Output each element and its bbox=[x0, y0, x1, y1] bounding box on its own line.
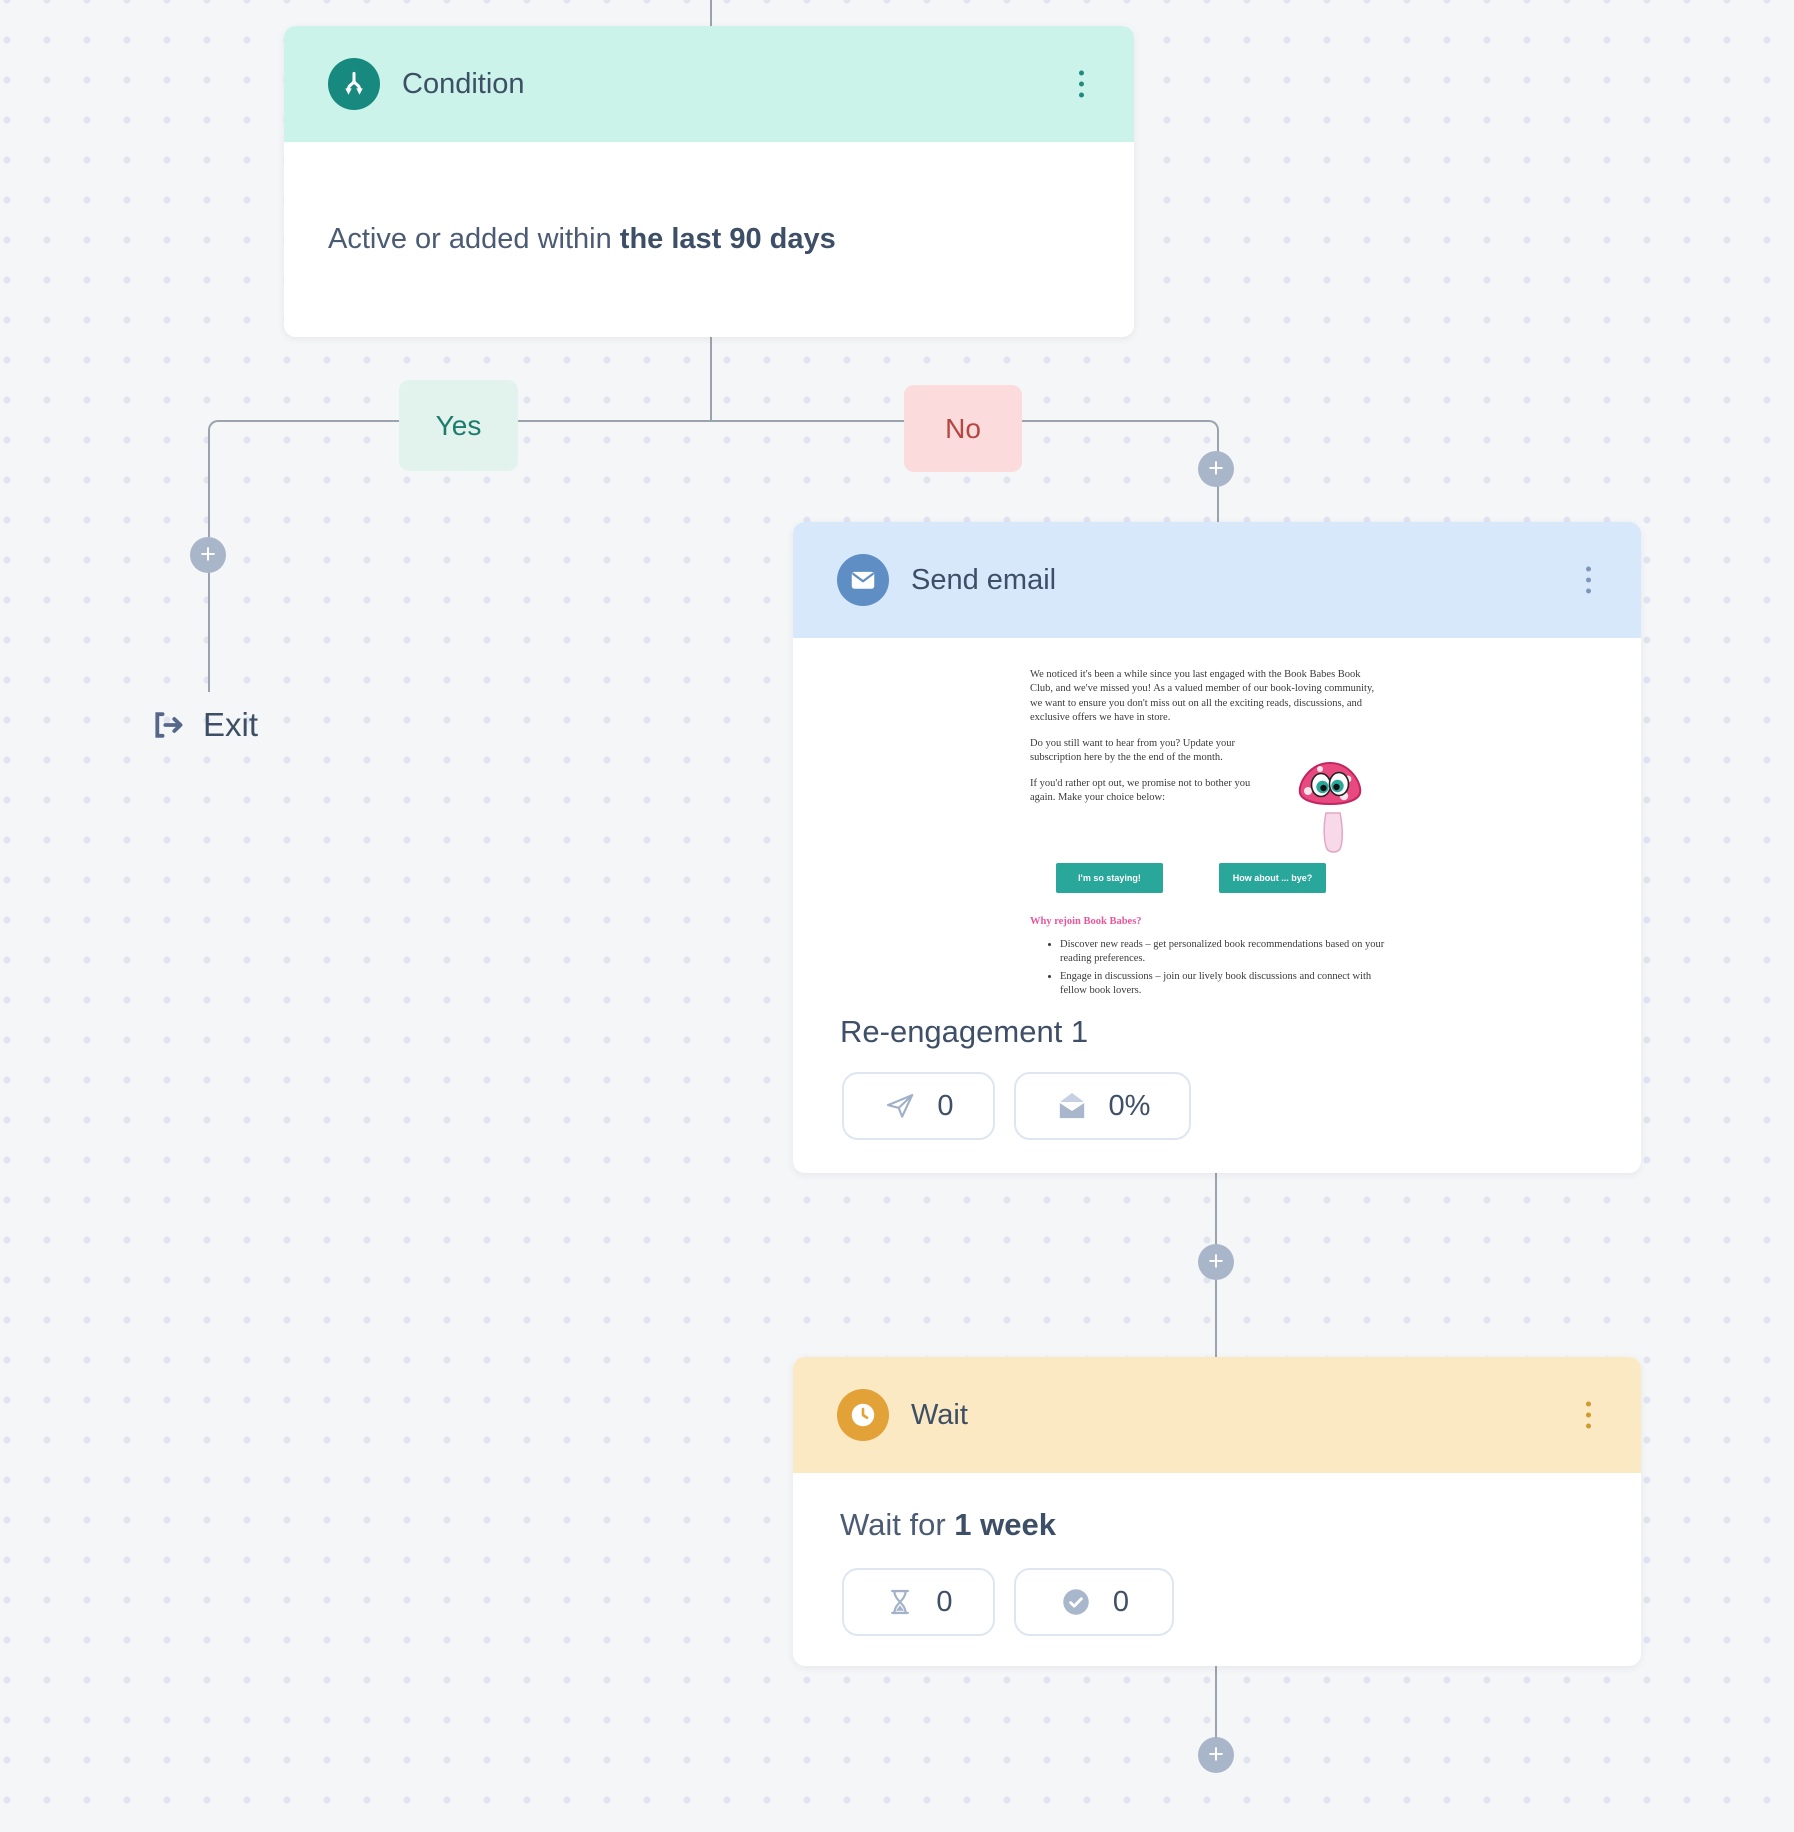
completed-count-value: 0 bbox=[1112, 1585, 1130, 1618]
email-leave-button: How about ... bye? bbox=[1219, 862, 1326, 894]
exit-label: Exit bbox=[203, 706, 259, 743]
wait-node-header: Wait bbox=[793, 1357, 1641, 1473]
condition-node-header: Condition bbox=[284, 26, 1134, 142]
branch-icon bbox=[328, 58, 380, 110]
condition-text-value: the last 90 days bbox=[619, 223, 836, 255]
connector-top bbox=[710, 0, 712, 27]
paper-plane-icon bbox=[883, 1089, 917, 1123]
email-bullet: Engage in discussions – join our lively … bbox=[1060, 970, 1386, 997]
condition-node[interactable]: Condition Active or added within the las… bbox=[284, 26, 1134, 337]
open-rate-stat: 0% bbox=[1014, 1072, 1191, 1140]
add-step-button-after-wait[interactable]: + bbox=[1198, 1737, 1234, 1773]
kebab-menu-icon[interactable] bbox=[1580, 561, 1597, 600]
exit-marker: Exit bbox=[150, 706, 258, 744]
clock-icon bbox=[837, 1389, 889, 1441]
mushroom-illustration bbox=[1273, 737, 1386, 855]
wait-duration: Wait for 1 week bbox=[840, 1507, 1056, 1543]
sent-count-stat: 0 bbox=[842, 1072, 995, 1140]
add-step-button-no-branch[interactable]: + bbox=[1198, 451, 1234, 487]
connector-condition-out bbox=[710, 337, 712, 422]
email-section-heading: Why rejoin Book Babes? bbox=[1030, 916, 1142, 928]
waiting-count-value: 0 bbox=[936, 1585, 953, 1618]
hourglass-icon bbox=[884, 1586, 916, 1618]
email-stay-button: I'm so staying! bbox=[1056, 862, 1163, 894]
waiting-count-stat: 0 bbox=[842, 1568, 995, 1636]
add-step-button-yes-branch[interactable]: + bbox=[190, 537, 226, 573]
wait-text: Wait for bbox=[840, 1507, 955, 1542]
logout-icon bbox=[150, 707, 188, 743]
no-branch-badge: No bbox=[904, 385, 1022, 472]
email-preview-thumbnail: We noticed it's been a while since you l… bbox=[1030, 655, 1386, 997]
condition-node-title: Condition bbox=[402, 67, 525, 100]
wait-node-title: Wait bbox=[911, 1398, 968, 1431]
yes-branch-badge: Yes bbox=[399, 380, 518, 471]
connector-wait-out bbox=[1215, 1666, 1217, 1738]
kebab-menu-icon[interactable] bbox=[1073, 65, 1090, 104]
send-email-node-header: Send email bbox=[793, 522, 1641, 638]
send-email-node-title: Send email bbox=[911, 563, 1057, 596]
wait-duration-value: 1 week bbox=[954, 1507, 1056, 1542]
email-paragraph: If you'd rather opt out, we promise not … bbox=[1030, 777, 1251, 804]
condition-text: Active or added within bbox=[328, 223, 620, 255]
envelope-icon bbox=[837, 554, 889, 606]
completed-count-stat: 0 bbox=[1014, 1568, 1174, 1636]
email-paragraph: Do you still want to hear from you? Upda… bbox=[1030, 737, 1235, 764]
wait-node[interactable]: Wait Wait for 1 week 0 0 bbox=[793, 1357, 1641, 1666]
send-email-node[interactable]: Send email We noticed it's been a while … bbox=[793, 522, 1641, 1173]
email-bullet: Discover new reads – get personalized bo… bbox=[1060, 938, 1386, 967]
check-circle-icon bbox=[1059, 1585, 1093, 1619]
add-step-button-after-email[interactable]: + bbox=[1198, 1244, 1234, 1280]
sent-count-value: 0 bbox=[937, 1089, 954, 1122]
open-envelope-icon bbox=[1055, 1089, 1089, 1123]
condition-summary: Active or added within the last 90 days bbox=[284, 142, 1134, 337]
email-paragraph: We noticed it's been a while since you l… bbox=[1030, 669, 1375, 724]
open-rate-value: 0% bbox=[1108, 1089, 1151, 1122]
email-bullet-list: Discover new reads – get personalized bo… bbox=[1046, 938, 1386, 997]
kebab-menu-icon[interactable] bbox=[1580, 1396, 1597, 1435]
email-name: Re-engagement 1 bbox=[840, 1014, 1089, 1049]
